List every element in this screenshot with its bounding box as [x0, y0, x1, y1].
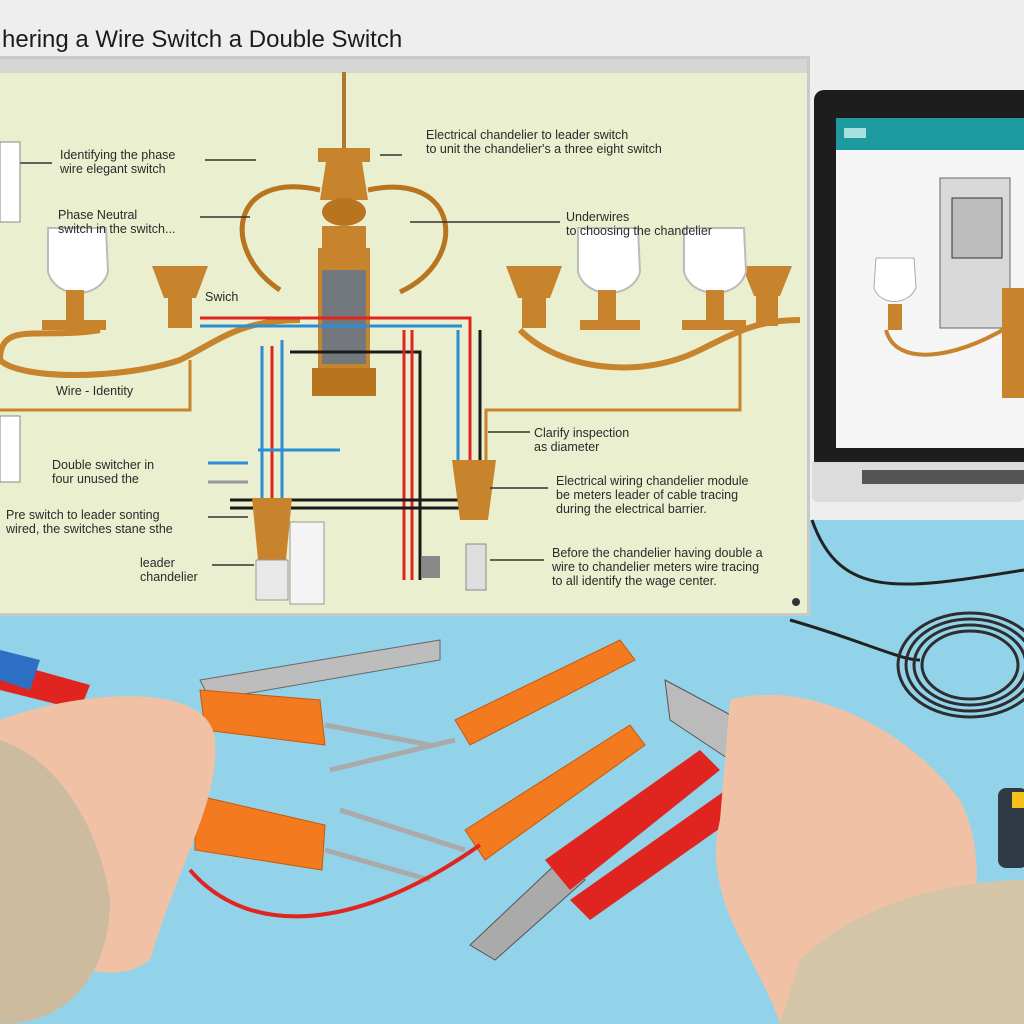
left-mini-panel-bottom [0, 415, 21, 483]
screen-diagram [873, 177, 1024, 398]
red-wire [188, 843, 482, 919]
screwdriver-1 [199, 689, 431, 748]
screwdriver-3 [339, 724, 646, 861]
board-top-frame [0, 59, 807, 73]
laptop-screen [836, 118, 1024, 448]
diagram-title: hering a Wire Switch a Double Switch [2, 26, 403, 53]
left-hand [0, 696, 216, 1024]
screen-header-bar [836, 118, 1024, 150]
right-hand [715, 694, 1024, 1024]
screen-tab-icon [844, 128, 866, 138]
multimeter-edge [998, 788, 1024, 868]
label-wire-identity: Wire - Identity [56, 384, 134, 398]
laptop-keyboard [862, 470, 1024, 484]
screwdriver-4 [194, 794, 431, 883]
leader-lines [20, 154, 560, 566]
board-corner-dot [792, 598, 800, 606]
screwdriver-2 [329, 639, 636, 773]
cable-coil [896, 611, 1024, 719]
wire-stripper-tool [0, 639, 441, 710]
label-swich: Swich [205, 290, 239, 304]
laptop-cable [810, 519, 1024, 586]
left-mini-panel-top [0, 141, 21, 223]
coil-cable [789, 618, 921, 662]
switch-boxes [252, 460, 496, 605]
